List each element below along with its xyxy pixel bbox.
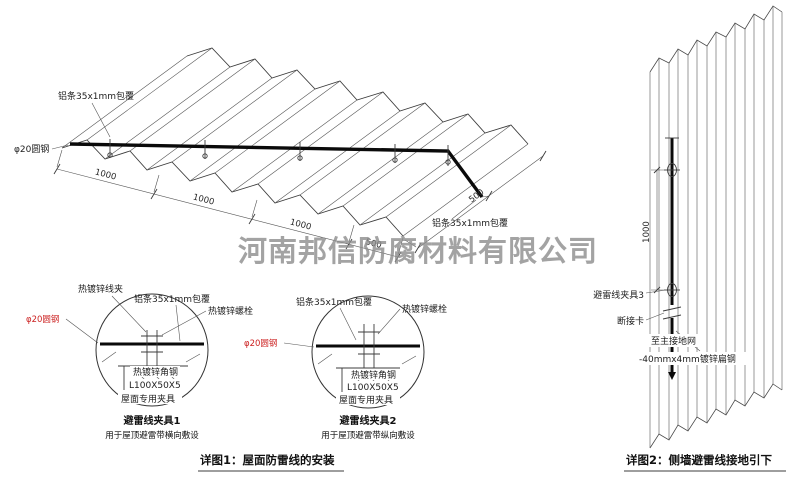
detail2-bolt-label: 热镀锌螺栓 [402, 303, 447, 315]
roof-dim-side-500: 500 [467, 188, 486, 206]
wall-disconnect-link [662, 306, 682, 320]
detail1-leader-lines [65, 295, 207, 344]
wall-flat-steel-label-bg [636, 352, 750, 365]
wall-dim-1000: 1000 [642, 221, 652, 243]
roof-dim-1000-a: 1000 [94, 168, 117, 183]
ground-arrow-icon [668, 372, 676, 380]
roof-front-profile [61, 139, 404, 237]
detail2-clamp [358, 324, 380, 368]
detail2-roof-clamp-label: 屋面专用夹具 [339, 394, 393, 406]
caption-detail2: 详图2：侧墙避雷线接地引下 [626, 453, 773, 467]
caption-detail2-bg [622, 452, 794, 468]
detail2-alu-label: 铝条35x1mm包覆 [296, 296, 372, 308]
detail1-angle-steel-label: 热镀锌角钢 [133, 366, 178, 378]
company-watermark: 河南邦信防腐材料有限公司 [238, 234, 599, 268]
detail1-angle-spec-bg [126, 379, 182, 390]
wall-corrugation-lines [649, 6, 783, 448]
wall-to-ground-label: 至主接地网 [651, 335, 696, 347]
detail1-circle [95, 293, 209, 407]
caption-detail1: 详图1：屋面防雷线的安装 [200, 453, 335, 467]
wall-dimension-1000: 1000 [642, 166, 666, 294]
roof-round-steel-label: φ20圆钢 [14, 143, 49, 155]
wall-to-ground-label-bg [648, 334, 706, 347]
roof-isometric-view: 铝条35x1mm包覆 φ20圆钢 铝条35x1mm包覆 1000 1000 10… [14, 47, 547, 263]
wall-disconnect-label: 断接卡 [617, 315, 644, 327]
detail1-title: 避雷线夹具1 [123, 414, 181, 427]
detail2-circle [311, 295, 425, 409]
detail1-bolt-label: 热镀锌螺栓 [208, 305, 253, 317]
detail2-angle-label-bg [348, 369, 398, 380]
caption-detail1-group: 详图1：屋面防雷线的安装 [198, 453, 344, 472]
detail1-round-steel-label: φ20圆钢 [26, 314, 59, 325]
detail-circle-2: 铝条35x1mm包覆 热镀锌螺栓 φ20圆钢 热镀锌角钢 L100X50X5 屋… [244, 295, 447, 441]
roof-back-profile [186, 47, 529, 145]
roof-alu-strip-label-right: 铝条35x1mm包覆 [432, 217, 508, 229]
detail1-alu-label: 铝条35x1mm包覆 [134, 293, 210, 305]
roof-dim-1000-b: 1000 [192, 193, 215, 208]
detail2-angle-steel-label: 热镀锌角钢 [351, 369, 396, 381]
wall-disconnect-label-bg [614, 314, 646, 326]
detail1-clamp [141, 330, 163, 366]
roof-dim-500: 500 [364, 237, 382, 251]
detail2-leader-lines [283, 307, 401, 348]
detail2-angle-spec-label: L100X50X5 [347, 383, 399, 393]
detail1-roof-clamp-label: 屋面专用夹具 [121, 393, 175, 405]
detail2-roof-clamp-bg [336, 394, 400, 405]
detail2-round-steel-label: φ20圆钢 [244, 338, 277, 349]
wall-clamp3-label: 避雷线夹具3 [593, 289, 644, 301]
roof-conductor-clamps [107, 139, 451, 166]
caption-detail2-group: 详图2：侧墙避雷线接地引下 [622, 452, 794, 472]
detail2-title: 避雷线夹具2 [339, 414, 397, 427]
roof-ridge-lines [61, 47, 529, 237]
detail1-angle-label-bg [130, 366, 180, 377]
wall-elevation-view: 1000 避雷线夹具3 断接卡 至主接地网 -40mmx4mm镀锌扁钢 [588, 5, 783, 449]
detail-circle-1: 热镀锌线夹 铝条35x1mm包覆 热镀锌螺栓 φ20圆钢 热镀锌角钢 L100X… [26, 283, 253, 441]
wall-flat-steel-label: -40mmx4mm镀锌扁钢 [639, 353, 736, 365]
detail2-subtitle: 用于屋顶避雷带纵向敷设 [321, 430, 415, 441]
wall-clamp3-label-bg [588, 288, 646, 300]
roof-leader-lines [51, 102, 477, 220]
roof-alu-strip-label-top: 铝条35x1mm包覆 [58, 90, 134, 102]
detail1-angle-spec-label: L100X50X5 [129, 381, 181, 391]
detail2-angle-spec-bg [344, 381, 400, 392]
detail1-subtitle: 用于屋顶避雷带横向敷设 [105, 430, 199, 441]
detail1-roof-clamp-bg [118, 393, 182, 404]
detail1-wire-clamp-label: 热镀锌线夹 [78, 283, 123, 295]
wall-conductor-clamps [664, 163, 680, 297]
